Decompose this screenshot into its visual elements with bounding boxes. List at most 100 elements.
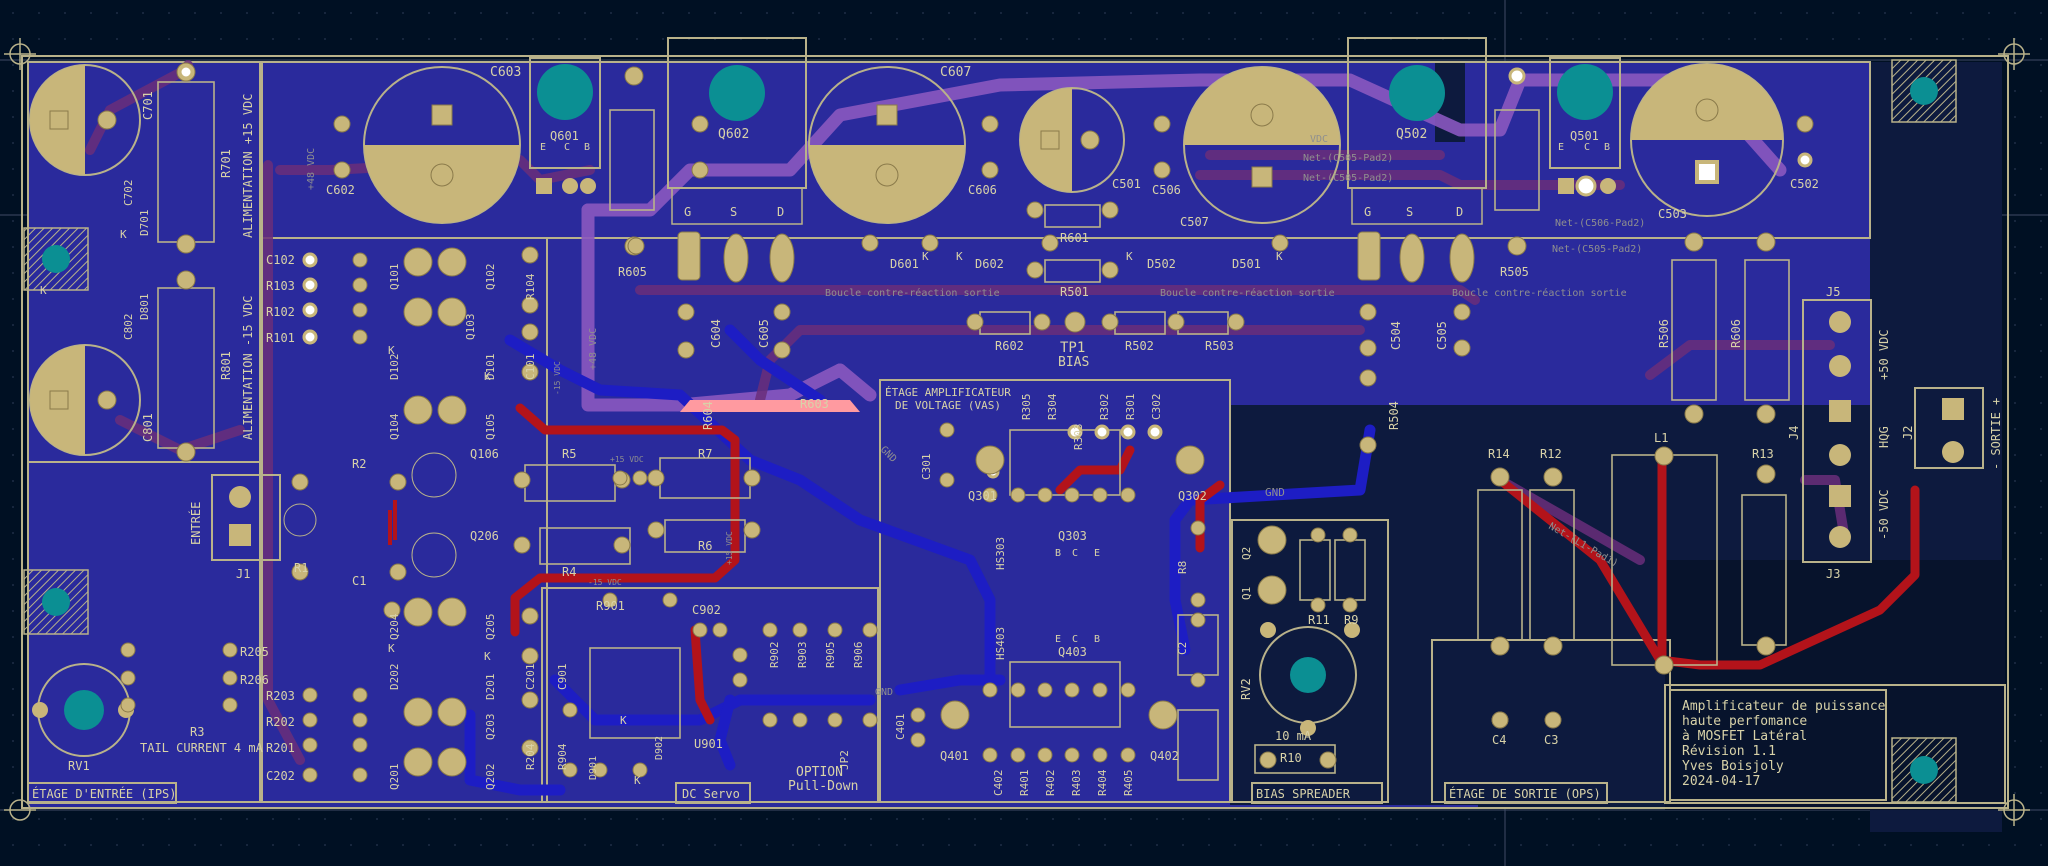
ref-q101: Q101 <box>388 264 401 291</box>
ref-q401: Q401 <box>940 749 969 763</box>
ref-q502: Q502 <box>1396 127 1427 142</box>
ref-c2: C2 <box>1176 642 1189 655</box>
ref-u901: U901 <box>694 737 723 751</box>
ref-c603: C603 <box>490 65 521 80</box>
ref-j2: J2 <box>1901 426 1915 440</box>
ref-r903: R903 <box>796 642 809 669</box>
small-pads <box>120 62 1814 783</box>
ref-r6: R6 <box>698 539 712 553</box>
ref-r602: R602 <box>995 339 1024 353</box>
ref-r601: R601 <box>1060 231 1089 245</box>
pin-k-7: K <box>388 344 395 357</box>
ref-r506: R506 <box>1657 319 1671 348</box>
ref-c101: C101 <box>524 354 537 381</box>
label-hqg: HQG <box>1877 426 1891 448</box>
title-line-4: Révision 1.1 <box>1682 744 1776 759</box>
label-vas-line1: ÉTAGE AMPLIFICATEUR <box>885 386 1011 399</box>
ref-r201: R201 <box>266 741 295 755</box>
label-bias: BIAS <box>1058 355 1089 370</box>
title-line-6: 2024-04-17 <box>1682 774 1760 789</box>
ref-q205: Q205 <box>484 614 497 641</box>
ref-r5: R5 <box>562 447 576 461</box>
net-vdc-5: -15 VDC <box>588 578 622 587</box>
ref-c501: C501 <box>1112 177 1141 191</box>
pin-k-9: K <box>388 642 395 655</box>
pin-e-1: E <box>540 142 546 153</box>
ref-r505: R505 <box>1500 265 1529 279</box>
ref-c401: C401 <box>894 714 907 741</box>
ref-d601: D601 <box>890 257 919 271</box>
power-devices <box>529 37 1621 283</box>
pin-e-3: E <box>1094 548 1100 559</box>
ref-r12: R12 <box>1540 447 1562 461</box>
terminal-blocks <box>211 299 1984 563</box>
ref-r9: R9 <box>1344 613 1358 627</box>
ref-c606: C606 <box>968 183 997 197</box>
label-option: OPTION <box>796 765 843 780</box>
ref-j3: J3 <box>1826 567 1840 581</box>
label-entree: ENTRÉE <box>188 502 203 545</box>
pin-c-3: C <box>1072 548 1078 559</box>
title-line-5: Yves Boisjoly <box>1682 759 1784 774</box>
net-vdc-3: VDC <box>1310 134 1328 145</box>
ref-r906: R906 <box>852 642 865 669</box>
ref-l1: L1 <box>1654 431 1668 445</box>
pin-b-4: B <box>1094 634 1100 645</box>
ref-c202: C202 <box>266 769 295 783</box>
ref-q301: Q301 <box>968 489 997 503</box>
ref-r701: R701 <box>219 149 233 178</box>
ref-d501: D501 <box>1232 257 1261 271</box>
ref-q601: Q601 <box>550 129 579 143</box>
ref-c605: C605 <box>757 319 771 348</box>
ref-r104: R104 <box>524 273 537 300</box>
label-10ma: 10 mA <box>1275 729 1312 743</box>
ref-j1: J1 <box>236 567 250 581</box>
pin-k-1: K <box>922 250 929 263</box>
pin-k-5: K <box>120 228 127 241</box>
pin-b-3: B <box>1055 548 1061 559</box>
ref-r501: R501 <box>1060 285 1089 299</box>
ref-r901: R901 <box>596 599 625 613</box>
ref-c902: C902 <box>692 603 721 617</box>
net-loop-2: Boucle contre-réaction sortie <box>1160 287 1335 299</box>
ref-q2: Q2 <box>1240 547 1253 560</box>
pin-k-11: K <box>620 714 627 727</box>
label-pull-down: Pull-Down <box>788 779 858 794</box>
ref-r303: R303 <box>1072 424 1085 451</box>
pin-k-2: K <box>956 250 963 263</box>
ref-c506: C506 <box>1152 183 1181 197</box>
label-ips: ÉTAGE D'ENTRÉE (IPS) <box>32 786 177 801</box>
ref-c502: C502 <box>1790 177 1819 191</box>
ref-r1: R1 <box>294 561 308 575</box>
ref-d602: D602 <box>975 257 1004 271</box>
pin-e-4: E <box>1055 634 1061 645</box>
board-outline <box>21 55 2009 809</box>
net-c506: Net-(C506-Pad2) <box>1555 218 1645 229</box>
ref-q103: Q103 <box>464 314 477 341</box>
ref-d701: D701 <box>138 210 151 237</box>
ref-r403: R403 <box>1070 770 1083 797</box>
pin-g-1: G <box>684 205 691 219</box>
ref-c604: C604 <box>709 319 723 348</box>
ref-d502: D502 <box>1147 257 1176 271</box>
ref-c3: C3 <box>1544 733 1558 747</box>
traces-red-thin <box>388 500 397 545</box>
ref-c507: C507 <box>1180 215 1209 229</box>
pin-k-10: K <box>484 650 491 663</box>
ref-r605: R605 <box>618 265 647 279</box>
ref-c901: C901 <box>556 664 569 691</box>
ref-r404: R404 <box>1096 769 1109 796</box>
ref-d902: D902 <box>654 736 665 760</box>
label-bias-spreader: BIAS SPREADER <box>1256 787 1351 801</box>
ref-r801: R801 <box>219 351 233 380</box>
label-alim-pos: ALIMENTATION +15 VDC <box>241 94 255 239</box>
ref-j4: J4 <box>1787 426 1801 440</box>
net-labels: GND GND GND Boucle contre-réaction sorti… <box>306 134 1645 698</box>
net-vdc-6: +15 VDC <box>725 531 734 565</box>
net-loop-3: Boucle contre-réaction sortie <box>1452 287 1627 299</box>
title-line-3: à MOSFET Latéral <box>1682 729 1807 744</box>
title-block-frame <box>1669 689 1887 801</box>
pin-labels: G S D G S D E C B E C B B C E E C B K K … <box>40 142 1610 787</box>
pin-s-1: S <box>730 205 737 219</box>
